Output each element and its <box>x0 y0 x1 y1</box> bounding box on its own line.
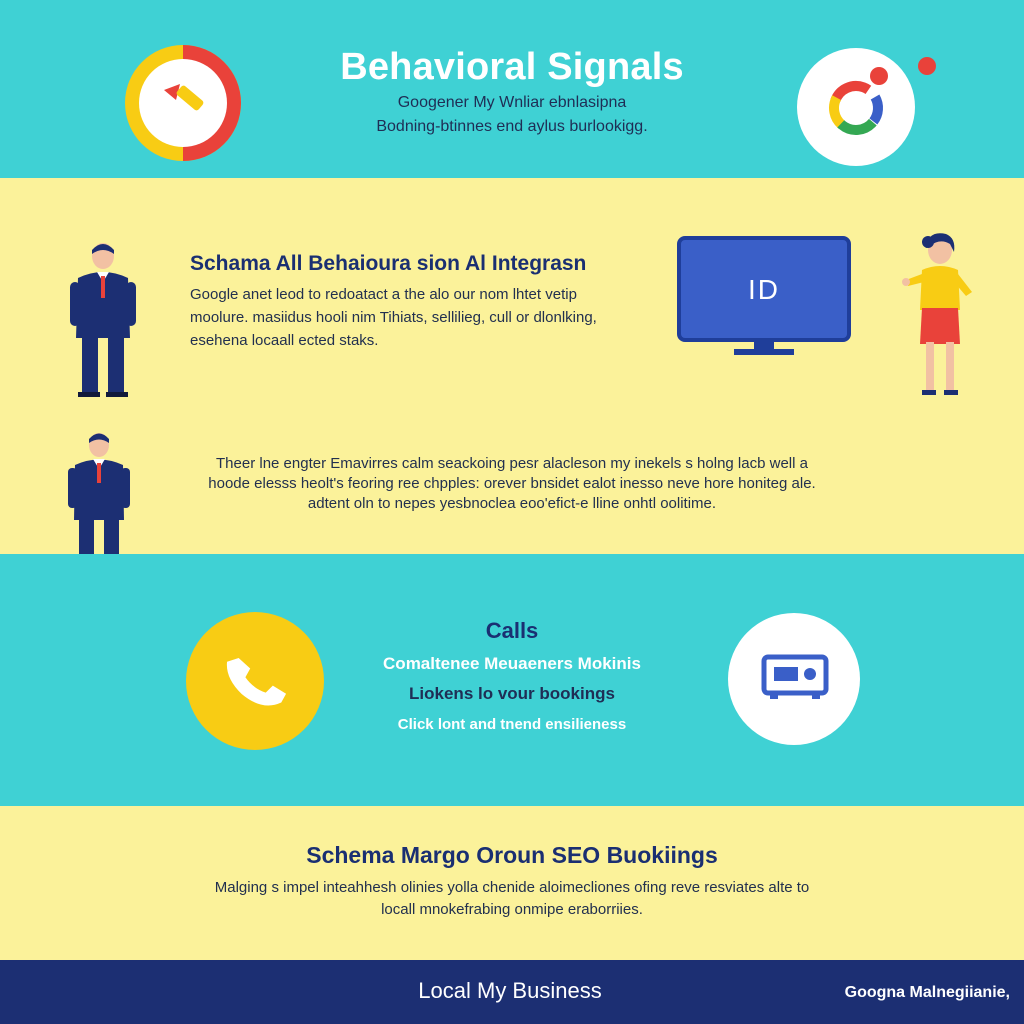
mid-line-1: Theer lne engter Emavirres calm seackoin… <box>216 455 808 472</box>
calls-line-3: Click lont and tnend ensilieness <box>397 716 627 733</box>
monitor-icon: ID <box>677 236 851 358</box>
calls-band <box>0 554 1024 806</box>
header-subtitle-2: Bodning-btinnes end aylus burlookigg. <box>376 118 648 135</box>
schema-line-3: esehena locaall ected staks. <box>190 332 379 349</box>
phone-button[interactable] <box>186 612 324 750</box>
monitor-label: ID <box>748 274 780 305</box>
bottom-section-title: Schema Margo Oroun SEO Buokiings <box>306 842 718 868</box>
schema-band <box>0 178 1024 554</box>
calls-line-1: Comaltenee Meuaeners Mokinis <box>383 654 641 673</box>
footer-center-link[interactable]: Local My Business <box>418 978 602 1003</box>
footer-bar <box>0 960 1024 1024</box>
booking-button[interactable] <box>728 613 860 745</box>
google-logo-icon <box>797 48 915 166</box>
mid-line-2: hoode elesss heolt's feoring ree chpples… <box>208 475 816 492</box>
businessman-icon-2 <box>68 433 130 573</box>
woman-icon <box>902 233 972 395</box>
pie-chart-icon <box>125 45 241 161</box>
schema-line-2: moolure. masiidus hooli nim Tihiats, sel… <box>190 309 597 326</box>
footer-right-text: Googna Malnegiianie, <box>844 984 1010 1001</box>
notification-dot-icon <box>918 57 936 75</box>
phone-icon <box>226 658 287 706</box>
schema-section-title: Schama All Behaioura sion Al Integrasn <box>190 252 587 275</box>
schema-line-1: Google anet leod to redoatact a the alo … <box>190 286 577 303</box>
bottom-line-2: locall mnokefrabing onmipe eraborriies. <box>381 901 643 918</box>
businessman-icon <box>70 243 136 397</box>
bottom-line-1: Malging s impel inteahhesh olinies yolla… <box>214 879 810 896</box>
bottom-band <box>0 806 1024 960</box>
calls-line-2: Liokens lo vour bookings <box>409 684 615 703</box>
calls-title: Calls <box>485 618 539 643</box>
page-title: Behavioral Signals <box>340 46 684 88</box>
projector-icon <box>761 654 829 699</box>
header-subtitle-1: Googener My Wnliar ebnlasipna <box>397 94 627 111</box>
mid-line-3: adtent oln to nepes yesbnoclea eoo'efict… <box>307 495 717 512</box>
